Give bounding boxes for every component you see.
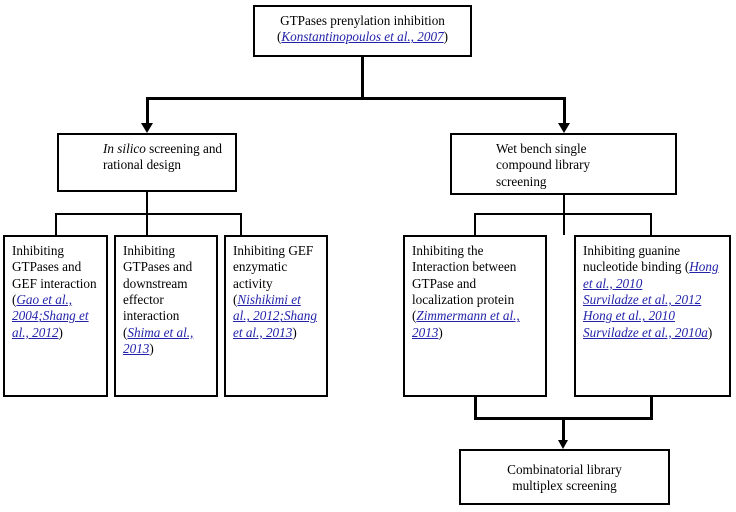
node-leaf-4-citation-a[interactable]: Zimmermann et al., 2013 xyxy=(412,308,520,340)
node-leaf-5-text: Inhibiting guanine nucleotide binding (H… xyxy=(576,237,729,345)
node-branch-wet-bench-text: Wet bench single compound library screen… xyxy=(452,135,675,194)
node-leaf-gtpase-localization-protein[interactable]: Inhibiting the Interaction between GTPas… xyxy=(403,235,547,397)
node-leaf-4-citation-close: ) xyxy=(438,324,443,340)
node-leaf-5-citation-open: ( xyxy=(684,259,690,275)
node-leaf-4-citation-open: ( xyxy=(412,308,417,324)
node-leaf-4-text: Inhibiting the Interaction between GTPas… xyxy=(405,237,545,345)
node-leaf-1-body: Inhibiting GTPases and GEF interaction xyxy=(12,243,97,291)
node-leaf-3-citation-open: ( xyxy=(233,292,238,308)
node-leaf-1-citation-separator: ; xyxy=(38,308,43,324)
connector-right-drop-1 xyxy=(474,213,476,235)
node-branch-wet-bench[interactable]: Wet bench single compound library screen… xyxy=(450,133,677,195)
node-leaf-5-citation-c[interactable]: Hong et al., 2010 xyxy=(583,308,675,324)
node-root-citation-close: ) xyxy=(443,29,449,45)
connector-right-stem xyxy=(563,195,565,235)
node-root[interactable]: GTPases prenylation inhibition (Konstant… xyxy=(253,5,472,57)
arrow-to-branch-left xyxy=(141,123,153,133)
connector-merge-drop-left xyxy=(474,397,477,419)
node-leaf-1-citation-open: ( xyxy=(12,292,17,308)
node-leaf-2-citation-a[interactable]: Shima et al., 2013 xyxy=(123,324,194,357)
arrow-to-result xyxy=(558,440,568,449)
node-leaf-5-citation-b[interactable]: Surviladze et al., 2012 xyxy=(583,292,702,308)
node-leaf-3-citation-separator: ; xyxy=(279,308,284,324)
node-root-citation-open: ( xyxy=(276,29,282,45)
node-leaf-gtpase-effector-interaction[interactable]: Inhibiting GTPases and downstream effect… xyxy=(114,235,218,397)
node-leaf-4-body: Inhibiting the Interaction between GTPas… xyxy=(412,243,517,308)
node-leaf-3-body: Inhibiting GEF enzymatic activity xyxy=(233,243,314,291)
connector-level1-drop-left xyxy=(146,97,149,125)
node-leaf-2-citation-close: ) xyxy=(149,341,154,357)
connector-left-drop-3 xyxy=(240,213,242,235)
arrow-to-branch-right xyxy=(558,123,570,133)
node-leaf-gtpase-gef-interaction[interactable]: Inhibiting GTPases and GEF interaction (… xyxy=(3,235,108,397)
node-leaf-1-text: Inhibiting GTPases and GEF interaction (… xyxy=(5,237,106,345)
node-branch-in-silico-emphasis: In silico xyxy=(103,141,146,156)
node-branch-in-silico-text: In silico screening and rational design xyxy=(59,135,235,178)
connector-merge-drop-right xyxy=(650,397,653,419)
node-branch-in-silico[interactable]: In silico screening and rational design xyxy=(57,133,237,192)
node-leaf-3-citation-a[interactable]: Nishikimi et al., 2012 xyxy=(233,292,301,324)
connector-level1-bus xyxy=(146,97,566,100)
connector-left-drop-1 xyxy=(55,213,57,235)
connector-right-drop-2 xyxy=(650,213,652,235)
node-leaf-5-citation-a[interactable]: Hong et al., 2010 xyxy=(583,259,719,291)
node-leaf-5-body: Inhibiting guanine nucleotide binding xyxy=(583,243,685,275)
node-result-line1: Combinatorial library xyxy=(507,462,622,477)
node-leaf-5-citation-d[interactable]: Surviladze et al., 2010a xyxy=(583,324,708,340)
node-branch-in-silico-line1-rest: screening and xyxy=(145,141,223,156)
node-leaf-1-citation-close: ) xyxy=(58,324,63,340)
node-leaf-3-text: Inhibiting GEF enzymatic activity (Nishi… xyxy=(226,237,326,345)
node-leaf-guanine-nucleotide-binding[interactable]: Inhibiting guanine nucleotide binding (H… xyxy=(574,235,731,397)
node-leaf-2-body: Inhibiting GTPases and downstream effect… xyxy=(123,243,193,324)
node-leaf-gef-enzymatic-activity[interactable]: Inhibiting GEF enzymatic activity (Nishi… xyxy=(224,235,328,397)
node-leaf-1-citation-b[interactable]: Shang et al., 2012 xyxy=(12,308,89,340)
node-leaf-3-citation-b[interactable]: Shang et al., 2013 xyxy=(233,308,317,340)
connector-merge-stem xyxy=(562,417,565,443)
node-leaf-1-citation-a[interactable]: Gao et al., 2004 xyxy=(12,292,73,324)
node-branch-wet-bench-line1: Wet bench single xyxy=(496,141,587,156)
node-leaf-2-citation-open: ( xyxy=(123,324,128,340)
node-leaf-5-citation-close: ) xyxy=(707,324,713,340)
node-result-text: Combinatorial library multiplex screenin… xyxy=(461,451,668,499)
connector-right-bus xyxy=(474,213,652,215)
node-result-line2: multiplex screening xyxy=(512,478,617,494)
node-branch-wet-bench-line3: screening xyxy=(496,173,547,189)
node-root-text: GTPases prenylation inhibition (Konstant… xyxy=(255,7,470,50)
node-leaf-3-citation-close: ) xyxy=(292,324,297,340)
connector-root-stem xyxy=(361,57,364,98)
node-leaf-2-text: Inhibiting GTPases and downstream effect… xyxy=(116,237,216,362)
node-branch-in-silico-line2: rational design xyxy=(103,157,182,173)
node-branch-wet-bench-line2: compound library xyxy=(496,157,591,173)
node-result-combinatorial-screening[interactable]: Combinatorial library multiplex screenin… xyxy=(459,449,670,505)
connector-left-bus xyxy=(55,213,242,215)
node-root-citation[interactable]: Konstantinopoulos et al., 2007 xyxy=(281,29,444,45)
node-root-line1: GTPases prenylation inhibition xyxy=(280,13,445,28)
connector-level1-drop-right xyxy=(563,97,566,125)
